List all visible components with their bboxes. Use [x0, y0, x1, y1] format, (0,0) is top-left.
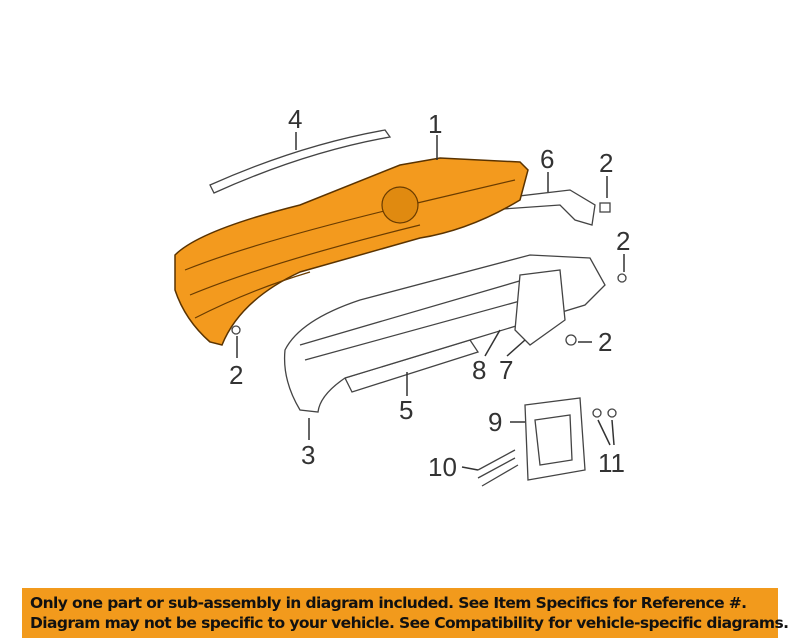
part-1-bumper-cover [174, 157, 529, 346]
callout-8: 8 [472, 355, 486, 385]
callout-9: 9 [488, 407, 502, 437]
disclaimer-banner: Only one part or sub-assembly in diagram… [22, 588, 789, 638]
callout-2: 2 [598, 327, 612, 357]
callout-2: 2 [229, 360, 243, 390]
part-2-clip [565, 334, 577, 346]
part-7-bracket [514, 269, 566, 346]
parts-diagram: 4 1 6 2 2 2 2 8 7 5 3 9 10 11 [174, 104, 630, 487]
callout-1: 1 [428, 109, 442, 139]
callout-6: 6 [540, 144, 554, 174]
part-11-fastener [607, 408, 617, 418]
callout-10: 10 [428, 452, 457, 482]
part-2-clip [617, 273, 627, 283]
callout-2: 2 [599, 148, 613, 178]
callout-4: 4 [288, 104, 302, 134]
disclaimer-line-2: Diagram may not be specific to your vehi… [30, 614, 789, 632]
part-4-step-pad [209, 129, 392, 194]
part-2-clip [599, 202, 611, 213]
disclaimer-line-1: Only one part or sub-assembly in diagram… [30, 594, 747, 612]
callout-7: 7 [499, 355, 513, 385]
callout-3: 3 [301, 440, 315, 470]
callout-2: 2 [616, 226, 630, 256]
part-11-fastener [592, 408, 602, 418]
part-9-plate [524, 397, 586, 481]
callout-11: 11 [598, 448, 625, 478]
part-2-clip [231, 325, 241, 335]
callout-5: 5 [399, 395, 413, 425]
part-10-bolts [477, 449, 519, 487]
